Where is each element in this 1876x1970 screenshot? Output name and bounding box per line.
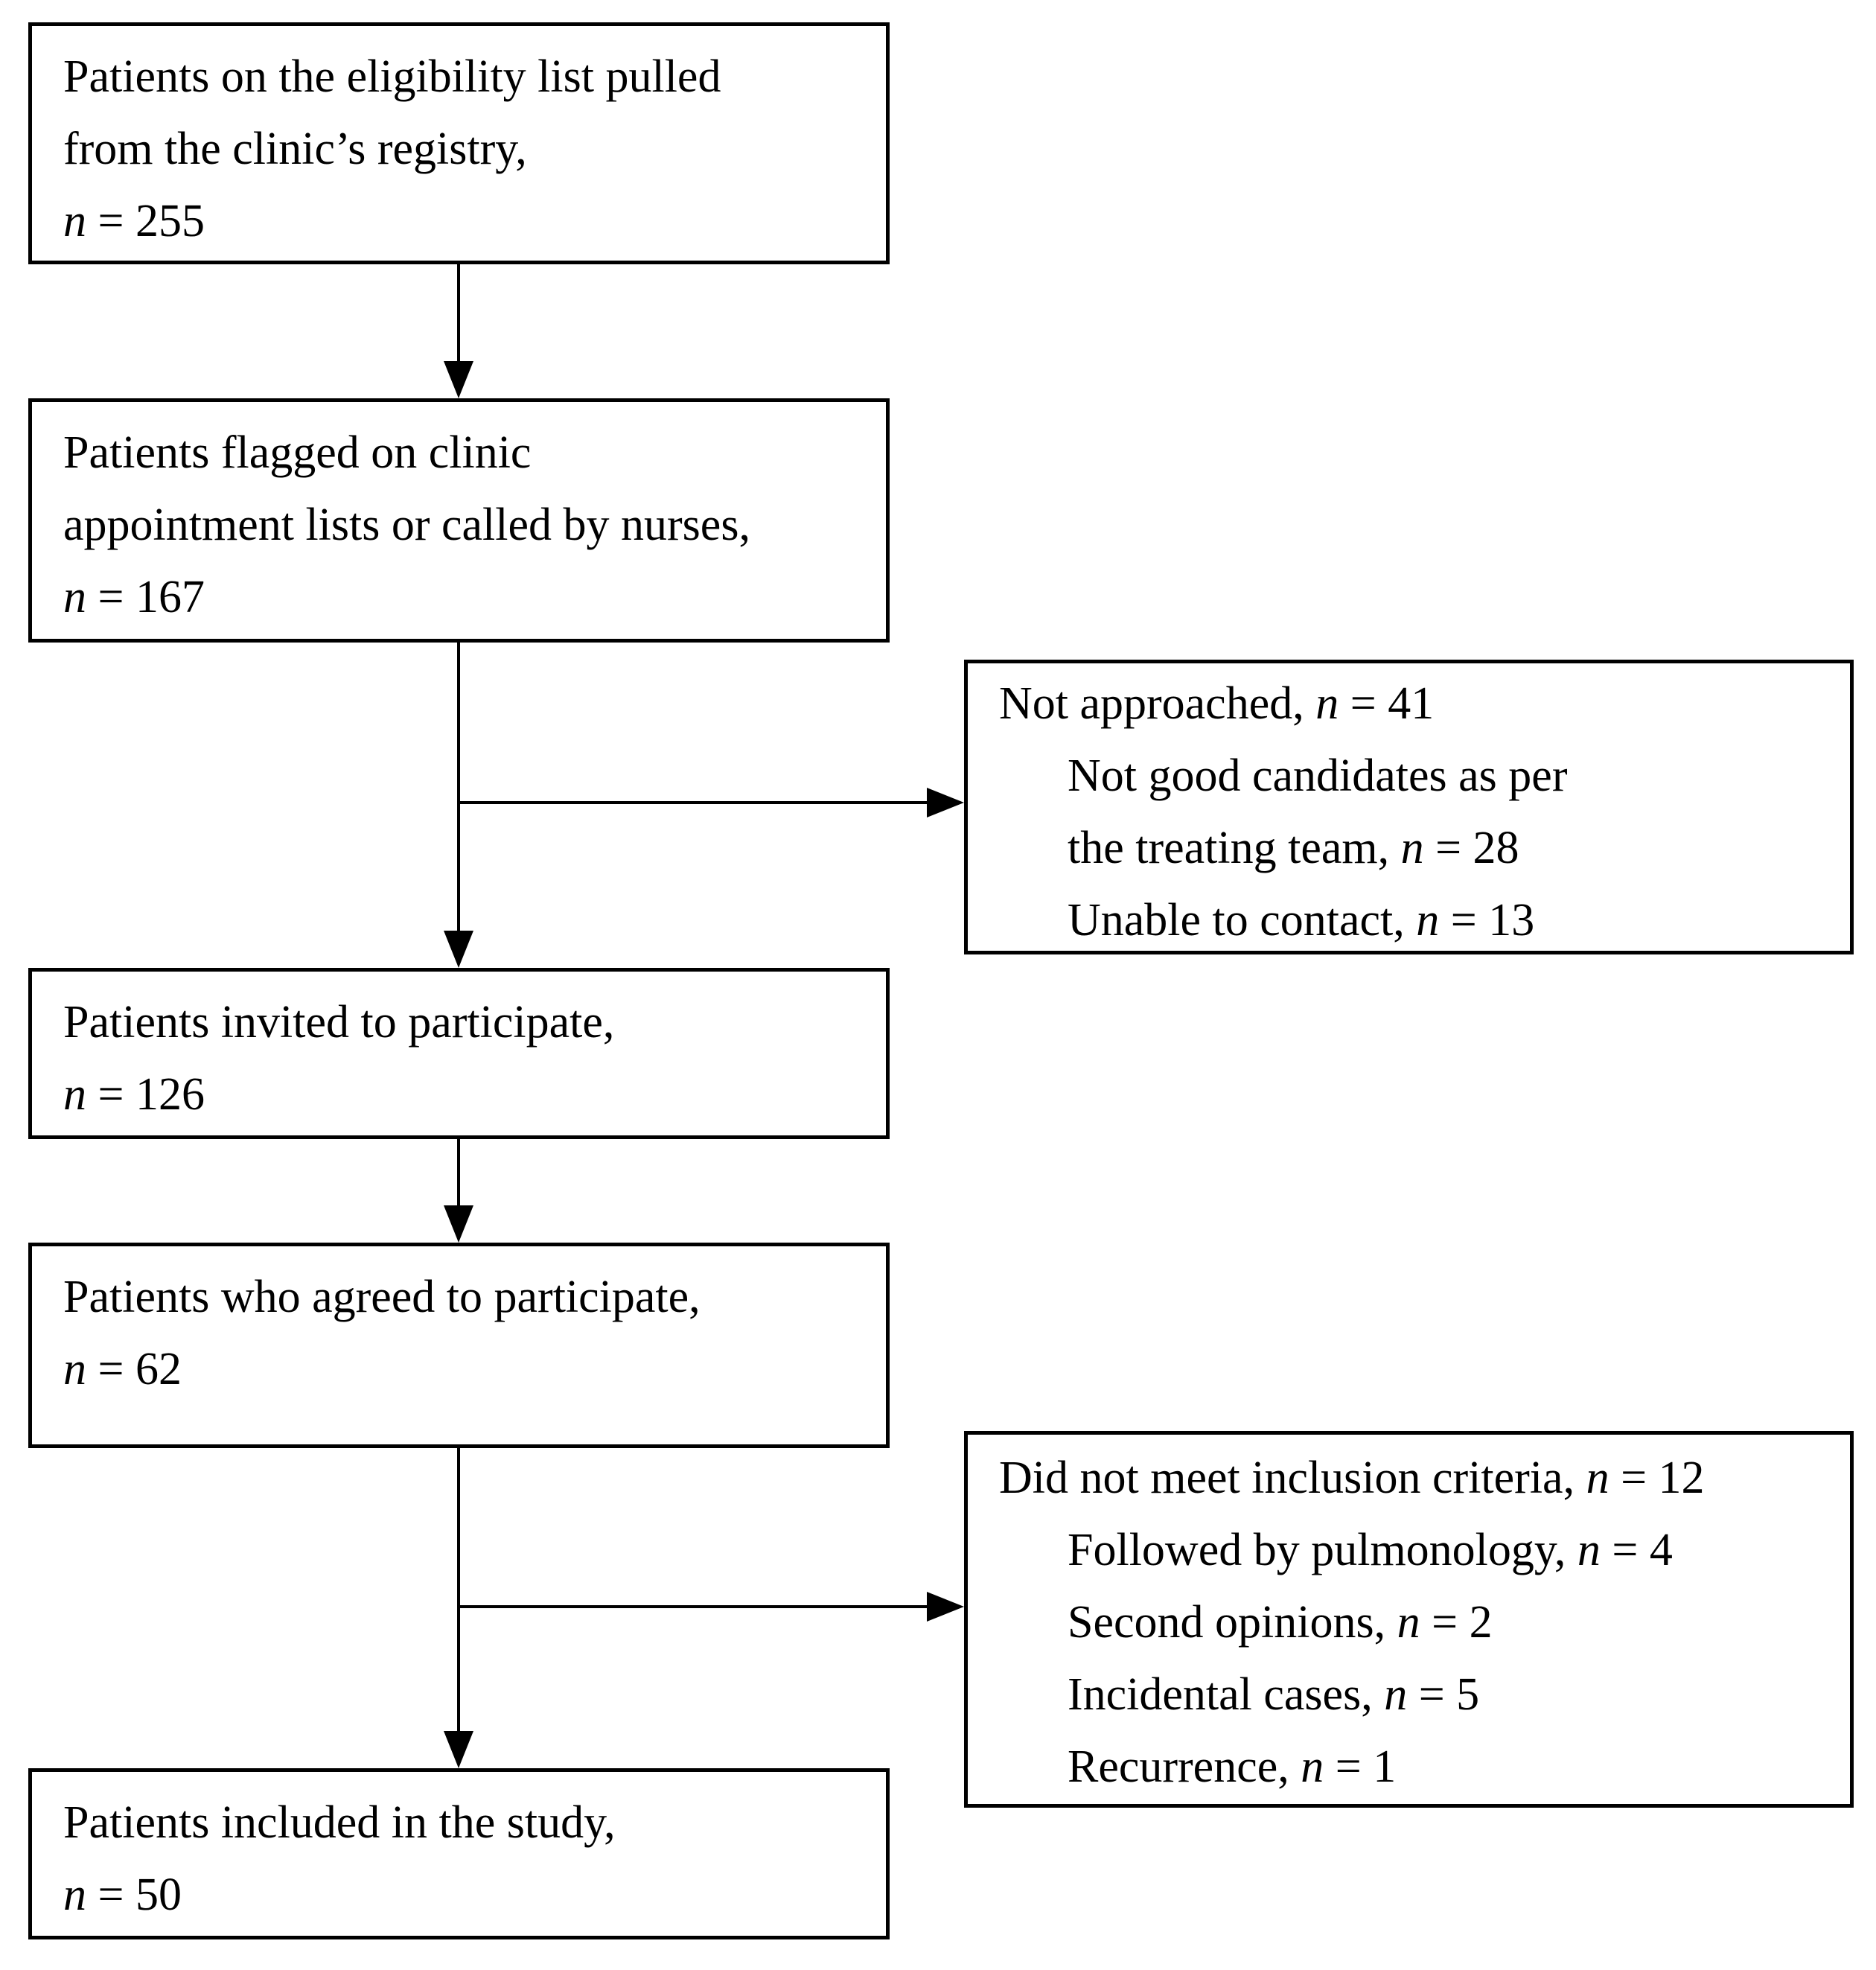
arrowhead-down-icon (444, 1731, 473, 1768)
text-segment: Not approached, (999, 678, 1316, 729)
n-var: n (1577, 1525, 1601, 1575)
box-invited: Patients invited to participate, n = 126 (28, 968, 890, 1139)
text-segment: = 12 (1609, 1453, 1705, 1503)
text-segment: Patients flagged on clinic (63, 427, 532, 478)
text-line: Patients included in the study, (63, 1787, 872, 1859)
text-line: Recurrence, n = 1 (999, 1731, 1837, 1803)
text-line: Not good candidates as per (999, 740, 1837, 812)
text-segment: = 62 (86, 1344, 182, 1394)
text-line: from the clinic’s registry, (63, 113, 872, 185)
text-segment: = 5 (1407, 1669, 1480, 1720)
text-segment: Patients who agreed to participate, (63, 1272, 701, 1322)
arrowhead-right-icon (927, 1592, 964, 1622)
text-line: the treating team, n = 28 (999, 812, 1837, 884)
text-line: Unable to contact, n = 13 (999, 884, 1837, 957)
branch-to-exclusions (457, 1605, 928, 1608)
connector-invited-to-agreed (457, 1139, 460, 1208)
text-line: Incidental cases, n = 5 (999, 1659, 1837, 1731)
n-var: n (1384, 1669, 1408, 1720)
text-segment: = 13 (1439, 895, 1535, 946)
text-line: n = 126 (63, 1059, 872, 1131)
text-line: n = 167 (63, 561, 872, 634)
text-line: appointment lists or called by nurses, (63, 489, 872, 561)
n-var: n (1301, 1741, 1324, 1792)
text-segment: = 1 (1324, 1741, 1397, 1792)
text-segment: Recurrence, (1068, 1741, 1301, 1792)
n-var: n (1400, 823, 1424, 873)
box-agreed: Patients who agreed to participate, n = … (28, 1243, 890, 1448)
text-line: Not approached, n = 41 (999, 668, 1837, 740)
box-included-in-study: Patients included in the study, n = 50 (28, 1768, 890, 1939)
box-flagged-or-called: Patients flagged on clinic appointment l… (28, 398, 890, 643)
n-var: n (63, 572, 86, 622)
arrowhead-down-icon (444, 361, 473, 398)
text-segment: Patients on the eligibility list pulled (63, 51, 721, 102)
text-segment: from the clinic’s registry, (63, 124, 527, 174)
text-segment: = 50 (86, 1869, 182, 1920)
text-segment: Not good candidates as per (1068, 750, 1568, 801)
text-segment: Second opinions, (1068, 1597, 1397, 1648)
text-line: Patients on the eligibility list pulled (63, 41, 872, 113)
text-line: Second opinions, n = 2 (999, 1587, 1837, 1659)
text-segment: the treating team, (1068, 823, 1401, 873)
n-var: n (63, 196, 86, 246)
branch-to-not-approached (457, 801, 928, 804)
text-segment: Did not meet inclusion criteria, (999, 1453, 1586, 1503)
text-segment: Patients included in the study, (63, 1797, 616, 1848)
box-did-not-meet-criteria: Did not meet inclusion criteria, n = 12 … (964, 1431, 1854, 1808)
arrowhead-right-icon (927, 788, 964, 817)
n-var: n (63, 1869, 86, 1920)
text-line: n = 62 (63, 1333, 872, 1406)
text-line: Followed by pulmonology, n = 4 (999, 1514, 1837, 1587)
text-segment: = 28 (1423, 823, 1519, 873)
n-var: n (1315, 678, 1339, 729)
text-segment: = 41 (1339, 678, 1435, 729)
box-not-approached: Not approached, n = 41 Not good candidat… (964, 660, 1854, 954)
connector-flagged-to-invited (457, 643, 460, 933)
n-var: n (1586, 1453, 1609, 1503)
text-line: n = 255 (63, 185, 872, 258)
text-line: n = 50 (63, 1859, 872, 1931)
text-segment: Followed by pulmonology, (1068, 1525, 1577, 1575)
text-line: Patients who agreed to participate, (63, 1261, 872, 1333)
text-segment: = 126 (86, 1069, 205, 1120)
n-var: n (1416, 895, 1440, 946)
text-line: Did not meet inclusion criteria, n = 12 (999, 1442, 1837, 1514)
box-eligibility-registry: Patients on the eligibility list pulled … (28, 22, 890, 264)
connector-registry-to-flagged (457, 264, 460, 363)
n-var: n (63, 1344, 86, 1394)
n-var: n (63, 1069, 86, 1120)
text-segment: = 4 (1600, 1525, 1673, 1575)
text-segment: Unable to contact, (1068, 895, 1417, 946)
arrowhead-down-icon (444, 931, 473, 968)
text-line: Patients flagged on clinic (63, 417, 872, 489)
text-segment: = 255 (86, 196, 205, 246)
text-line: Patients invited to participate, (63, 986, 872, 1059)
text-segment: = 2 (1420, 1597, 1493, 1648)
arrowhead-down-icon (444, 1205, 473, 1243)
text-segment: Patients invited to participate, (63, 997, 615, 1048)
n-var: n (1397, 1597, 1420, 1648)
text-segment: appointment lists or called by nurses, (63, 500, 750, 550)
text-segment: = 167 (86, 572, 205, 622)
text-segment: Incidental cases, (1068, 1669, 1385, 1720)
connector-agreed-to-included (457, 1448, 460, 1733)
